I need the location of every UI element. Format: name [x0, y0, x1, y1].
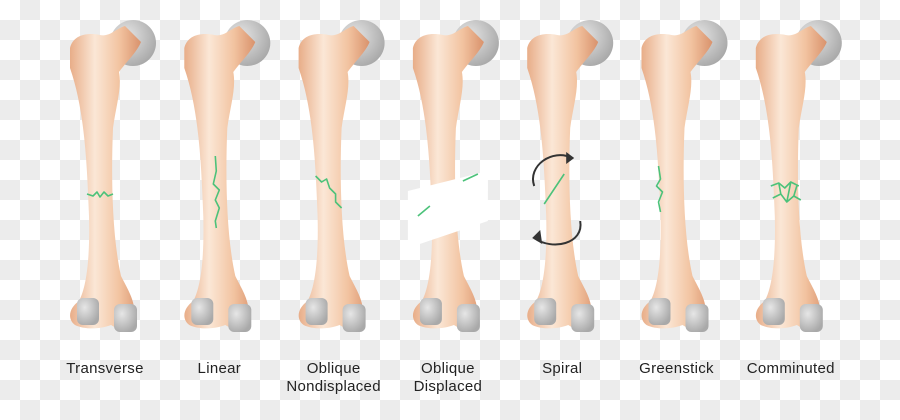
label-linear: Linear: [154, 360, 284, 378]
lateral-condyle: [685, 304, 709, 332]
bone-linear: [184, 20, 271, 332]
arrowhead-icon: [532, 230, 543, 244]
label-line: Oblique: [306, 360, 361, 377]
bone-oblique: [298, 20, 385, 332]
medial-condyle: [648, 298, 671, 325]
bone-comminuted: [755, 20, 842, 332]
fracture-line: [543, 173, 565, 205]
fracture-gap: [407, 171, 488, 248]
label-line: Greenstick: [639, 360, 714, 377]
fracture-edge: [417, 205, 431, 217]
femur-bone: [70, 26, 141, 329]
lateral-condyle: [342, 304, 366, 332]
fracture-edge: [462, 173, 479, 182]
label-line: Nondisplaced: [286, 378, 381, 395]
femur-bone: [755, 26, 827, 329]
femur-bone: [184, 26, 256, 329]
label-spiral: Spiral: [497, 360, 627, 378]
femur-bone: [641, 26, 713, 329]
fracture-line: [655, 165, 664, 213]
label-comminuted: Comminuted: [726, 360, 856, 378]
lateral-condyle: [114, 304, 137, 332]
label-transverse: Transverse: [40, 360, 170, 378]
medial-condyle: [77, 298, 99, 325]
fracture-line: [212, 155, 221, 229]
lateral-condyle: [571, 304, 595, 332]
bone-transverse: [70, 20, 156, 332]
femur-bone: [298, 26, 370, 329]
fracture-line: [315, 175, 343, 209]
medial-condyle: [534, 298, 557, 325]
label-line: Spiral: [542, 360, 583, 377]
medial-condyle: [762, 298, 785, 325]
bone-spiral: [527, 20, 614, 332]
label-line: Displaced: [413, 378, 483, 395]
bone-greenstick: [641, 20, 728, 332]
lateral-condyle: [799, 304, 823, 332]
fracture-line: [86, 191, 114, 198]
medial-condyle: [419, 298, 442, 325]
medial-condyle: [191, 298, 214, 325]
fracture-fragments: [770, 181, 802, 203]
arrowhead-icon: [566, 152, 575, 164]
label-line: Comminuted: [746, 360, 835, 377]
femur-bone: [412, 26, 484, 329]
lateral-condyle: [456, 304, 480, 332]
label-line: Oblique: [420, 360, 475, 377]
label-line: Linear: [197, 360, 242, 377]
label-greenstick: Greenstick: [612, 360, 742, 378]
bone-displaced: [407, 20, 499, 332]
medial-condyle: [305, 298, 328, 325]
lateral-condyle: [228, 304, 252, 332]
label-line: Transverse: [66, 360, 144, 377]
